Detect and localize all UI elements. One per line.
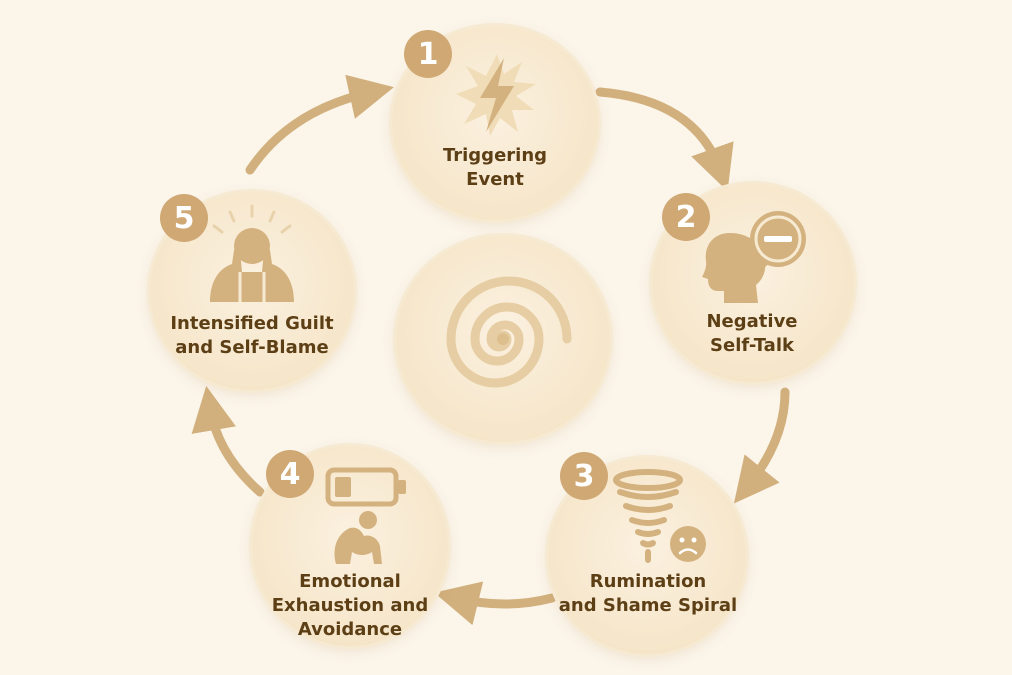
spiral-icon — [446, 276, 572, 388]
step-1-label: Triggering Event — [442, 145, 548, 190]
arrow-2-to-3 — [733, 387, 790, 504]
step-3-label: Rumination and Shame Spiral — [558, 571, 738, 616]
head-speech-minus-icon — [702, 211, 806, 303]
arrow-3-to-4 — [434, 581, 557, 626]
step-5-label: Intensified Guilt and Self-Blame — [170, 313, 334, 358]
step-2-label: Negative Self-Talk — [706, 311, 798, 356]
tornado-sad-face-icon — [613, 469, 706, 563]
arrow-1-to-2 — [595, 87, 734, 192]
low-battery-crouching-person-icon — [325, 467, 406, 564]
step-3-badge: 3 — [560, 452, 608, 500]
step-1-badge: 1 — [404, 30, 452, 78]
step-5-badge: 5 — [160, 194, 208, 242]
lightning-icon — [456, 54, 536, 136]
step-4-badge: 4 — [266, 450, 314, 498]
arrow-4-to-5 — [191, 385, 265, 497]
arrow-5-to-1 — [245, 74, 394, 175]
step-2-badge: 2 — [662, 193, 710, 241]
step-4-label: Emotional Exhaustion and Avoidance — [271, 571, 429, 640]
person-head-in-hands-icon — [210, 204, 294, 302]
